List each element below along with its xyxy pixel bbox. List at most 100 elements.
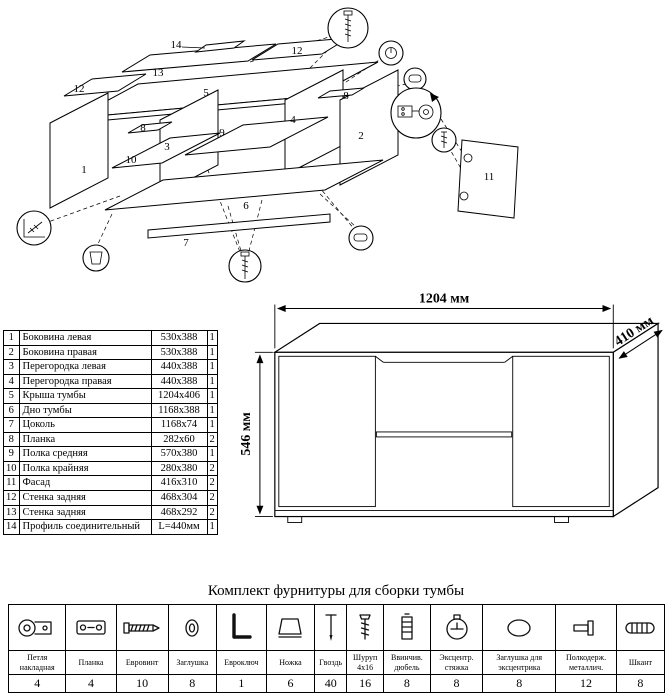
- euro-screw-icon: [123, 621, 160, 634]
- part-qty: 2: [206, 431, 218, 448]
- part-size: 468x292: [150, 504, 208, 521]
- hinge-detail-icon: [397, 104, 434, 120]
- part-label: 11: [484, 171, 495, 183]
- screw-icon: [359, 613, 371, 640]
- part-size: 530x388: [150, 344, 208, 361]
- part-label: 12: [74, 83, 85, 95]
- hardware-name: Полкодерж. металлич.: [555, 650, 617, 675]
- exploded-assembly-diagram: 14 13 12 12 5 8 8 3 9 4 2 10 1 6 7 11: [16, 7, 519, 283]
- euro-screw-icon: [343, 10, 353, 42]
- part-label: 12: [292, 45, 303, 57]
- opening-depth-line: [504, 355, 514, 363]
- cam-icon: [385, 47, 397, 59]
- part-number: 14: [3, 519, 20, 535]
- shelf-support-icon: [573, 619, 594, 636]
- part-facade-11: [457, 139, 519, 219]
- part-label: 2: [358, 130, 364, 142]
- hardware-name: Заглушка для эксцентрика: [482, 650, 557, 675]
- part-number-labels: 14 13 12 12 5 8 8 3 9 4 2 10 1 6 7 11: [74, 39, 495, 249]
- part-size: 280x380: [150, 460, 208, 477]
- hardware-name: Шкант: [615, 650, 666, 675]
- height-dimension-label: 546 мм: [240, 412, 254, 456]
- hardware-qty: 8: [167, 674, 217, 693]
- hardware-qty: 8: [382, 674, 431, 693]
- part-label: 7: [183, 237, 189, 249]
- part-number: 5: [3, 388, 20, 404]
- cam-cap-icon: [507, 618, 531, 637]
- part-right-side-2: [339, 69, 399, 186]
- part-qty: 2: [206, 475, 218, 492]
- cabinet-right-door: [512, 355, 610, 508]
- part-plank-8-left: [127, 121, 173, 134]
- cabinet-front-face: [274, 351, 614, 518]
- hardware-name: Ножка: [265, 650, 316, 675]
- part-number: 8: [3, 431, 20, 448]
- part-number: 7: [3, 417, 20, 433]
- part-name: Полка средняя: [18, 446, 152, 462]
- part-name: Фасад: [18, 475, 152, 492]
- hardware-name: Петля накладная: [7, 650, 67, 675]
- part-qty: 1: [206, 344, 218, 361]
- cabinet-leg: [554, 516, 569, 523]
- part-back-wall-12-left: [63, 73, 147, 97]
- part-name: Стенка задняя: [18, 504, 152, 521]
- part-qty: 2: [206, 490, 218, 506]
- part-left-side-1: [49, 92, 109, 209]
- hardware-name: Шуруп 4х16: [346, 650, 384, 675]
- euro-screw-icon: [240, 251, 250, 279]
- part-qty: 1: [206, 402, 218, 419]
- part-size: 468x304: [150, 490, 208, 506]
- part-number: 10: [3, 460, 20, 477]
- hardware-names-row: Петля накладная Планка Евровинт Заглушка…: [7, 650, 666, 675]
- part-name: Стенка задняя: [18, 490, 152, 506]
- facade-hinge-cup: [463, 153, 473, 163]
- part-number: 11: [3, 475, 20, 492]
- part-name: Боковина правая: [18, 344, 152, 361]
- hardware-name: Гвоздь: [313, 650, 348, 675]
- hex-key-icon: [232, 612, 253, 639]
- mounting-plate-icon: [76, 619, 106, 635]
- hardware-qty: 8: [429, 674, 484, 693]
- leg-icon: [89, 251, 103, 265]
- part-bottom-panel-6: [104, 159, 384, 211]
- part-number: 12: [3, 490, 20, 506]
- part-qty: 1: [206, 373, 218, 390]
- part-size: 440x388: [150, 359, 208, 375]
- part-name: Крыша тумбы: [18, 388, 152, 404]
- part-size: L=440мм: [150, 519, 208, 535]
- part-qty: 1: [206, 446, 218, 462]
- hardware-qty: 8: [615, 674, 666, 693]
- part-label: 13: [153, 67, 165, 79]
- part-qty: 1: [206, 417, 218, 433]
- part-number: 13: [3, 504, 20, 521]
- part-label: 8: [140, 122, 146, 134]
- part-connecting-profile-14: [194, 40, 246, 53]
- part-plinth-7: [147, 213, 331, 239]
- part-plank-8-right: [317, 87, 365, 99]
- part-name: Дно тумбы: [18, 402, 152, 419]
- hardware-qty: 4: [65, 674, 117, 693]
- cap-icon: [185, 618, 199, 637]
- cabinet-dimension-drawing: 1204 мм 410 мм 546 мм: [240, 292, 663, 523]
- part-label: 9: [219, 127, 225, 139]
- hardware-kit-title: Комплект фурнитуры для сборки тумбы: [207, 583, 465, 599]
- hardware-qty: 8: [482, 674, 557, 693]
- part-qty: 2: [206, 504, 218, 521]
- part-qty: 1: [206, 519, 218, 535]
- part-name: Цоколь: [18, 417, 152, 433]
- width-dimension-label: 1204 мм: [419, 292, 470, 307]
- part-name: Перегородка правая: [18, 373, 152, 390]
- callout-dowel: [403, 67, 427, 91]
- part-qty: 2: [206, 460, 218, 477]
- part-number: 3: [3, 359, 20, 375]
- hardware-table: Петля накладная Планка Евровинт Заглушка…: [7, 604, 666, 693]
- part-label: 10: [126, 154, 138, 166]
- part-number: 9: [3, 446, 20, 462]
- part-middle-shelf-9: [184, 116, 329, 156]
- cabinet-body: [272, 322, 661, 523]
